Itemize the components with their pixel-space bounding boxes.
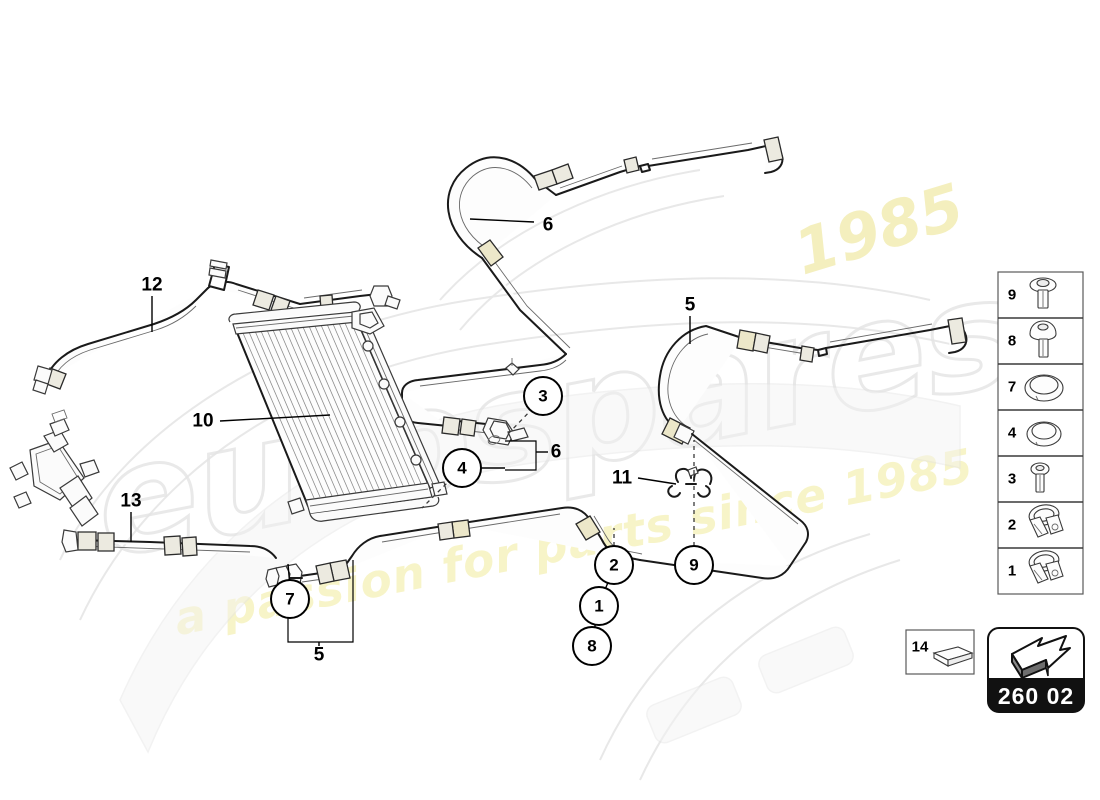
callout-4-label: 4 — [457, 459, 467, 478]
callout-13[interactable]: 13 — [120, 491, 141, 512]
legend-row-9[interactable]: 9 — [998, 277, 1083, 319]
part-hose-12 — [32, 259, 401, 395]
callout-6-mid-label: 6 — [551, 442, 562, 463]
legend-row-3-number: 3 — [1008, 471, 1016, 488]
leader-3-dashed — [507, 407, 534, 435]
legend-row-8[interactable]: 8 — [998, 320, 1083, 365]
callout-7-circle — [270, 579, 310, 619]
callout-8-circle — [572, 626, 612, 666]
part-hose-13 — [9, 409, 277, 559]
legend-row-2-number: 2 — [1008, 517, 1016, 534]
callout-1[interactable]: 1 — [579, 586, 619, 626]
callout-5-right[interactable]: 5 — [685, 295, 696, 316]
legend-row-1-number: 1 — [1008, 563, 1016, 580]
callout-3[interactable]: 3 — [523, 376, 563, 416]
callout-8[interactable]: 8 — [572, 626, 612, 666]
part-seal-4-attach — [487, 435, 501, 445]
callout-2-circle — [594, 545, 634, 585]
callout-6-mid[interactable]: 6 — [551, 442, 562, 463]
flat-plate-icon — [932, 646, 974, 667]
o-ring-seal-icon-7 — [1024, 374, 1064, 402]
callout-7-label: 7 — [285, 590, 294, 609]
legend-row-9-number: 9 — [1008, 287, 1016, 304]
badge-code-text: 260 02 — [998, 683, 1074, 709]
callout-6-top-label: 6 — [543, 215, 554, 236]
legend-row-7[interactable]: 7 — [998, 374, 1083, 411]
callout-9-low[interactable]: 9 — [674, 545, 714, 585]
legend-row-8-number: 8 — [1008, 333, 1016, 350]
part-condenser-10 — [228, 301, 448, 522]
callout-5-right-label: 5 — [685, 295, 696, 316]
callout-2[interactable]: 2 — [594, 545, 634, 585]
callout-6-top[interactable]: 6 — [543, 215, 554, 236]
part-hose-6-mid — [401, 353, 567, 446]
callout-11[interactable]: 11 — [612, 468, 633, 489]
leader-10 — [219, 414, 331, 422]
legend-row-1[interactable]: 1 — [1008, 549, 1064, 584]
legend-extra-14-number: 14 — [912, 639, 929, 656]
legend-row-4[interactable]: 4 — [998, 421, 1083, 457]
legend-row-7-number: 7 — [1008, 379, 1016, 396]
callout-3-label: 3 — [538, 387, 547, 406]
callout-7[interactable]: 7 — [270, 579, 310, 619]
screw-small-icon — [1030, 462, 1050, 493]
callout-2-label: 2 — [609, 556, 618, 575]
legend-row-2[interactable]: 2 — [998, 503, 1083, 549]
callout-1-label: 1 — [594, 597, 603, 616]
screw-flat-head-icon — [1029, 277, 1057, 309]
callout-8-label: 8 — [587, 637, 596, 656]
callout-9-low-label: 9 — [689, 556, 698, 575]
bracket-6-mid — [505, 440, 537, 471]
callout-12[interactable]: 12 — [141, 275, 162, 296]
part-group-badge[interactable]: 260 02 — [987, 627, 1085, 713]
callout-5-lower-label: 5 — [314, 645, 325, 666]
callout-3-circle — [523, 376, 563, 416]
callout-12-label: 12 — [141, 275, 162, 296]
callout-4[interactable]: 4 — [442, 448, 482, 488]
callout-10[interactable]: 10 — [192, 411, 213, 432]
leader-4-dashed — [421, 477, 453, 509]
callout-5-lower[interactable]: 5 — [314, 645, 325, 666]
screw-dome-head-icon — [1029, 320, 1057, 358]
part-hose-6-top — [446, 136, 784, 355]
legend-extra-14[interactable]: 14 — [905, 629, 975, 675]
callout-11-label: 11 — [612, 468, 633, 489]
3d-arrow-icon — [1011, 635, 1071, 679]
hose-clamp-icon-2 — [1028, 504, 1064, 538]
leader-11 — [637, 477, 677, 485]
part-screw-3-attach — [505, 358, 520, 376]
part-clip-11 — [667, 466, 713, 498]
callout-9-low-circle — [674, 545, 714, 585]
hose-clamp-icon-1 — [1028, 550, 1064, 584]
part-hose-5-right — [639, 317, 968, 580]
badge-code-strip — [988, 678, 1084, 712]
leader-6-top — [469, 218, 535, 223]
callout-10-label: 10 — [192, 411, 213, 432]
bracket-5-lower — [287, 560, 354, 643]
callout-4-circle — [442, 448, 482, 488]
callout-1-circle — [579, 586, 619, 626]
legend-row-3[interactable]: 3 — [998, 462, 1083, 503]
o-ring-seal-icon-4 — [1026, 421, 1062, 447]
callout-13-label: 13 — [120, 491, 141, 512]
legend-row-4-number: 4 — [1008, 425, 1017, 442]
